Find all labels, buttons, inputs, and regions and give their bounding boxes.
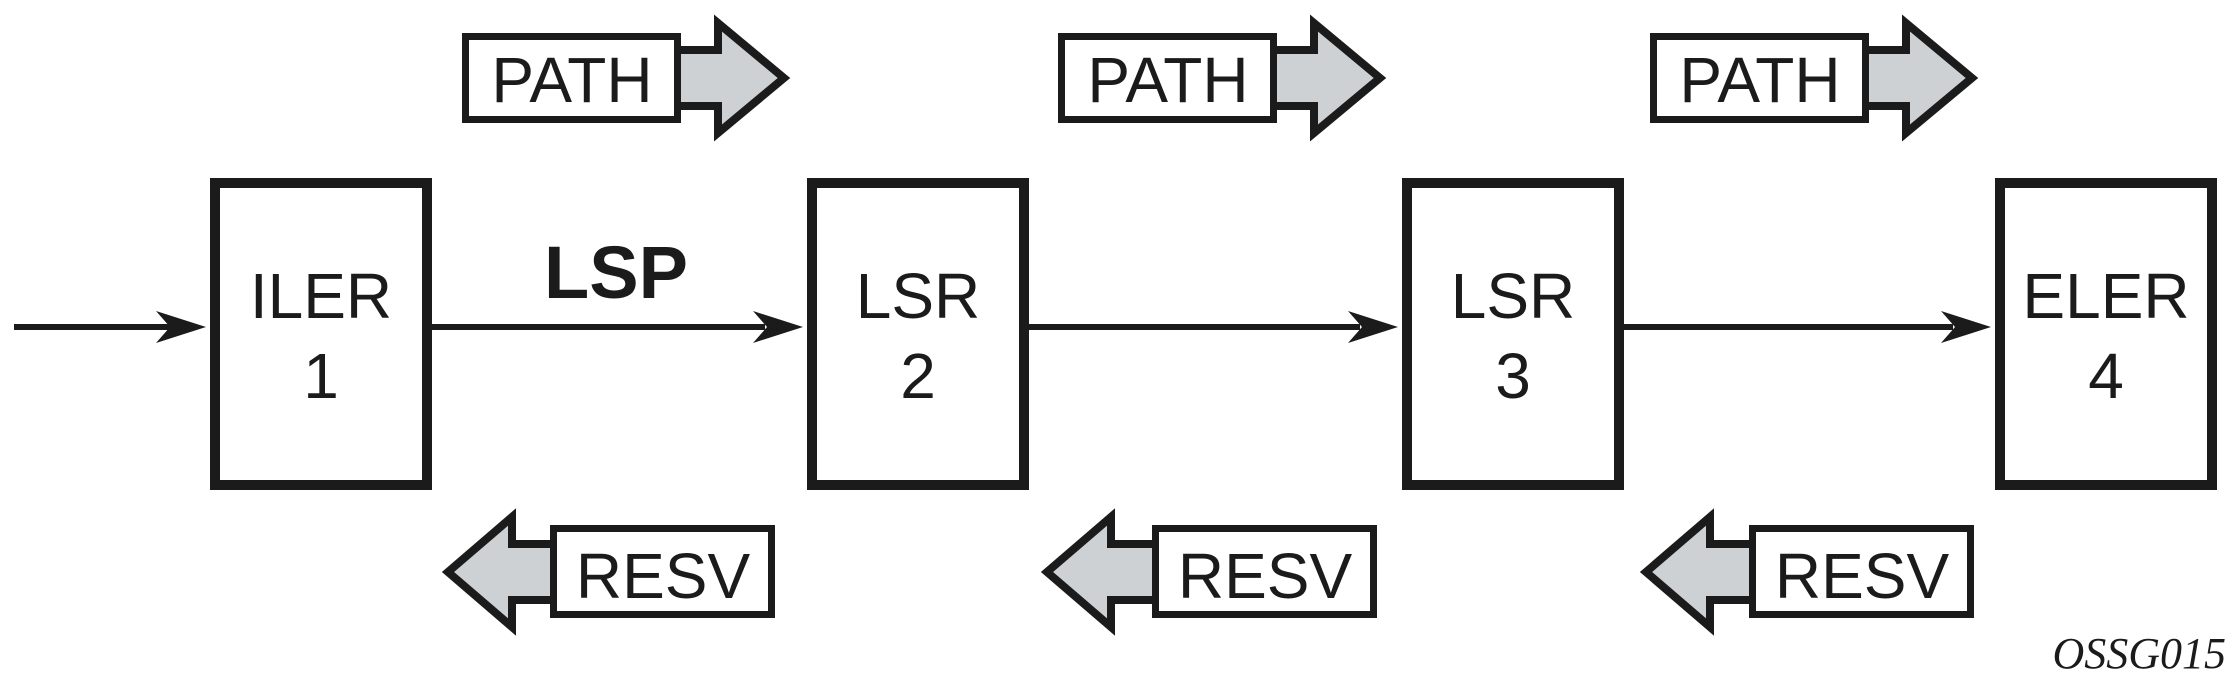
path-label: PATH bbox=[1679, 44, 1840, 116]
node-box bbox=[807, 178, 1029, 490]
lsp-label: LSP bbox=[544, 231, 688, 314]
resv-label: RESV bbox=[1178, 540, 1353, 612]
node-box bbox=[210, 178, 432, 490]
resv-label-box bbox=[550, 525, 775, 618]
resv-label: RESV bbox=[1775, 540, 1950, 612]
path-label: PATH bbox=[1087, 44, 1248, 116]
flow-arrowhead-lsr3-icon bbox=[1348, 311, 1398, 343]
node-number: 4 bbox=[2088, 340, 2124, 412]
path-message-3: PATH bbox=[1650, 14, 1979, 142]
node-lsr-2: LSR 2 bbox=[807, 178, 1029, 490]
path-label: PATH bbox=[491, 44, 652, 116]
path-right-arrow-icon bbox=[673, 14, 791, 142]
node-eler-4: ELER 4 bbox=[1995, 178, 2217, 490]
path-label-box bbox=[1058, 33, 1277, 123]
node-number: 1 bbox=[303, 340, 339, 412]
resv-label: RESV bbox=[576, 540, 751, 612]
node-box bbox=[1995, 178, 2217, 490]
resv-message-3: RESV bbox=[1639, 508, 1974, 636]
node-name: LSR bbox=[1451, 260, 1576, 332]
node-lsr-3: LSR 3 bbox=[1402, 178, 1624, 490]
resv-left-arrow-icon bbox=[1639, 508, 1757, 636]
resv-message-2: RESV bbox=[1040, 508, 1377, 636]
resv-label-box bbox=[1152, 525, 1377, 618]
path-right-arrow-icon bbox=[1269, 14, 1387, 142]
path-label-box bbox=[462, 33, 681, 123]
figure-id-watermark: OSSG015 bbox=[2052, 629, 2226, 678]
path-message-1: PATH bbox=[462, 14, 791, 142]
node-name: ILER bbox=[250, 260, 392, 332]
node-name: LSR bbox=[856, 260, 981, 332]
flow-arrowhead-eler4-icon bbox=[1941, 311, 1991, 343]
node-number: 2 bbox=[900, 340, 936, 412]
path-right-arrow-icon bbox=[1861, 14, 1979, 142]
ingress-flow-arrowhead-icon bbox=[156, 311, 206, 343]
node-name: ELER bbox=[2022, 260, 2189, 332]
resv-message-1: RESV bbox=[441, 508, 775, 636]
node-number: 3 bbox=[1495, 340, 1531, 412]
resv-left-arrow-icon bbox=[1040, 508, 1160, 636]
path-message-2: PATH bbox=[1058, 14, 1387, 142]
node-box bbox=[1402, 178, 1624, 490]
flow-arrowhead-lsr2-icon bbox=[753, 311, 803, 343]
resv-label-box bbox=[1749, 525, 1974, 618]
node-iler-1: ILER 1 bbox=[210, 178, 432, 490]
path-label-box bbox=[1650, 33, 1869, 123]
resv-left-arrow-icon bbox=[441, 508, 558, 636]
